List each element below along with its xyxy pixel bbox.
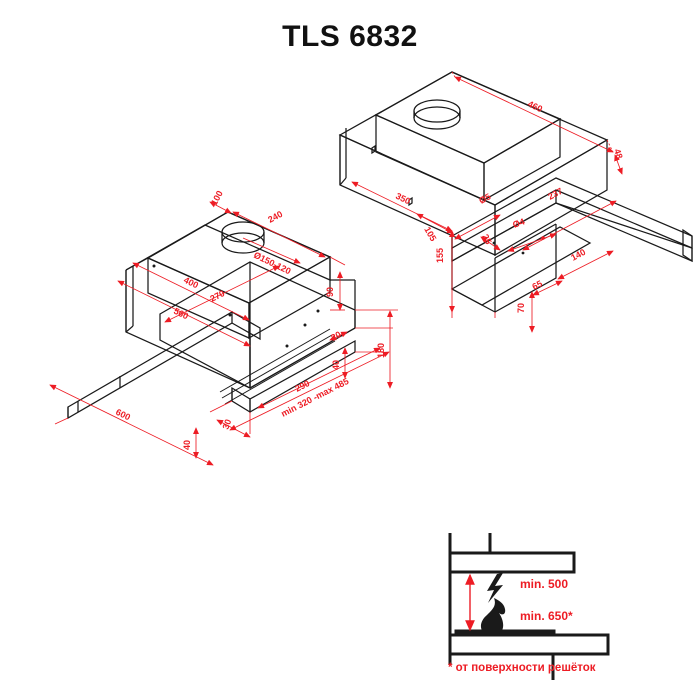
dim-diam5: Ø5 [477,191,492,205]
clearance-diagram: min. 500 min. 650* * от поверхности решё… [448,533,610,680]
dim-25: 25 [480,232,493,245]
left-mount-plate [125,265,134,333]
dimension-lines-lower [49,201,398,466]
screw-dot-icon [228,313,232,317]
page-title: TLS 6832 [282,20,418,53]
front-drawer-box [451,223,557,314]
screw-dot-icon [492,241,496,245]
duct-outlet-icon [413,99,461,130]
dim-40-left: 40 [182,440,192,450]
clearance-footnote: * от поверхности решёток [448,662,596,674]
dim-600: 600 [114,407,132,423]
clearance-label-electric: min. 500 [520,577,568,591]
motor-housing [146,211,332,340]
telescopic-rails [67,310,261,420]
dim-20: 20 [329,329,343,343]
hood-outer-housing [338,71,609,257]
screw-dot-icon [521,251,525,255]
dimension-lines-upper [351,71,623,333]
dim-180: 180 [376,343,386,358]
outer-body-box [125,211,356,389]
screw-mark-icon [371,144,376,155]
dimension-labels-upper: 460 48 350 237 105 Ø5 25 Ø4 155 65 140 7… [394,99,625,313]
dim-237: 237 [546,186,564,202]
screw-dot-icon [303,323,307,327]
dim-min-max: min 320 -max 485 [279,376,350,419]
dim-240: 240 [266,209,284,225]
screw-dot-icon [285,344,289,348]
dim-155: 155 [435,248,445,263]
dim-48: 48 [612,148,625,161]
flame-icon [480,598,506,636]
dim-90: 90 [325,287,335,297]
motor-box [374,71,562,202]
dim-diam4: Ø4 [511,216,526,230]
clearance-label-gas: min. 650* [520,609,573,623]
telescopic-front-panel [451,177,693,263]
handle-strip [450,226,592,306]
upper-right-drawing: 460 48 350 237 105 Ø5 25 Ø4 155 65 140 7… [338,71,693,333]
clearance-labels: min. 500 min. 650* * от поверхности решё… [448,577,596,674]
dim-30: 30 [220,418,233,431]
dim-560: 560 [172,306,190,322]
dim-70: 70 [516,303,526,313]
lower-left-drawing: 100 240 Ø150-120 400 560 90 270 20 40 18… [49,189,398,466]
screw-dot-icon [152,264,156,268]
left-mount-plate [339,128,347,186]
screw-dot-icon [316,309,320,313]
dim-140: 140 [569,247,587,263]
dim-100: 100 [209,189,225,207]
dim-40-right: 40 [331,360,341,370]
lightning-bolt-icon [487,573,503,603]
dim-65: 65 [530,278,543,291]
dim-270: 270 [208,288,226,304]
